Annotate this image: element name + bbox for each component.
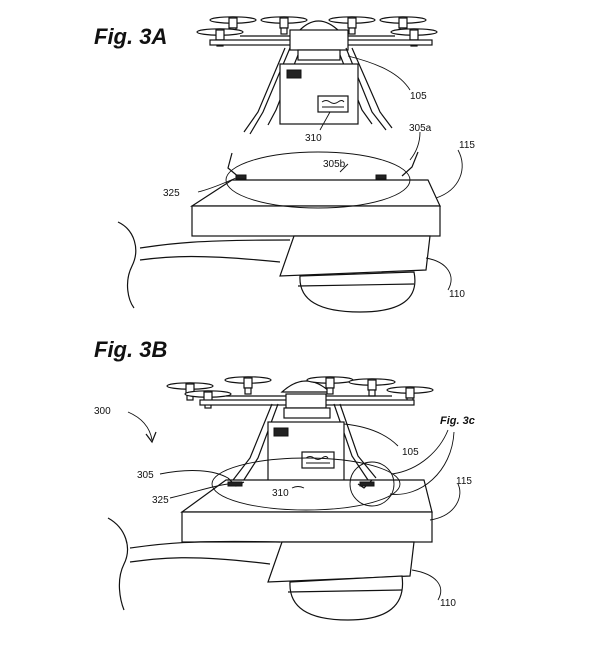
platform-3b: [107, 429, 455, 621]
label-310-b: 310: [272, 488, 289, 499]
figure-3b: Fig. 3B: [94, 337, 475, 621]
label-325-b: 325: [152, 495, 169, 506]
label-110-b: 110: [440, 598, 456, 609]
figure-3a-title: Fig. 3A: [94, 24, 167, 49]
label-110-a: 110: [449, 289, 465, 300]
label-115-a: 115: [459, 140, 475, 151]
label-105-a: 105: [410, 91, 427, 102]
label-115-b: 115: [456, 476, 472, 487]
label-105-b: 105: [402, 447, 419, 458]
figure-3b-title: Fig. 3B: [94, 337, 167, 362]
label-305a-a: 305a: [409, 123, 432, 134]
callout-fig-3c: Fig. 3c: [440, 415, 475, 427]
label-310-a: 310: [305, 133, 322, 144]
label-325-a: 325: [163, 188, 180, 199]
drone-3a: [196, 16, 438, 135]
label-305b-a: 305b: [323, 159, 346, 170]
label-305-b: 305: [137, 470, 154, 481]
figure-3a: Fig. 3A: [94, 16, 475, 313]
drone-3b: [166, 376, 434, 487]
platform-3a: [117, 151, 441, 313]
label-300-b: 300: [94, 406, 111, 417]
